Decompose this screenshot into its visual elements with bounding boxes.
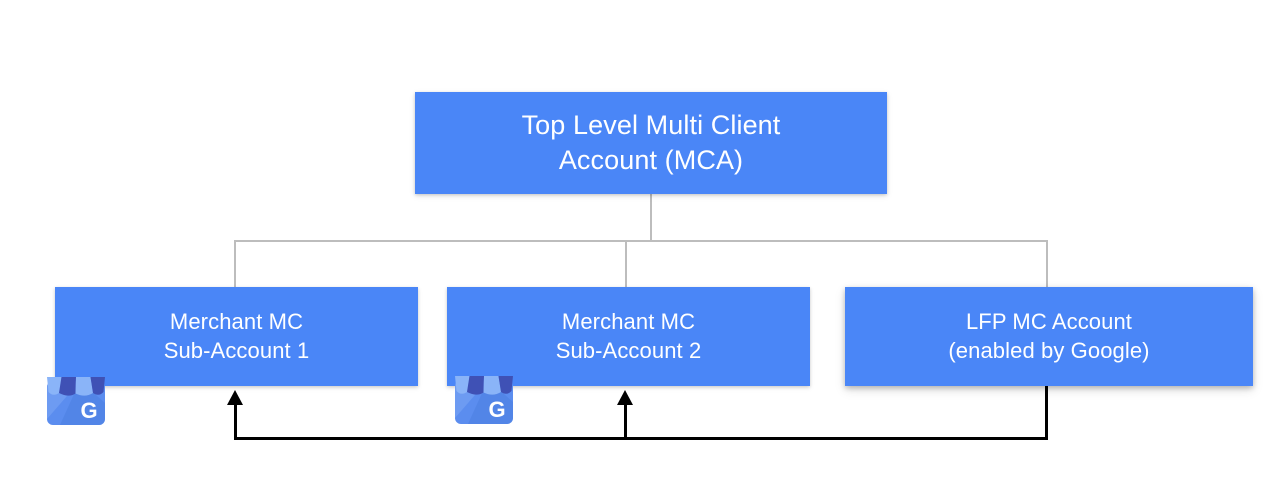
flow-line-horizontal <box>234 437 1048 440</box>
connector-drop-sub2 <box>625 240 627 288</box>
node-merchant-sub-account-2[interactable]: Merchant MC Sub-Account 2 <box>447 287 810 386</box>
node-merchant-sub-account-2-label: Merchant MC Sub-Account 2 <box>555 308 702 363</box>
node-merchant-sub-account-1[interactable]: Merchant MC Sub-Account 1 <box>55 287 418 386</box>
node-merchant-sub-account-1-label: Merchant MC Sub-Account 1 <box>163 308 310 363</box>
flow-arrowhead-sub2-icon <box>617 390 633 405</box>
node-lfp-mc-account[interactable]: LFP MC Account (enabled by Google) <box>845 287 1253 386</box>
google-my-business-letter: G <box>488 397 505 422</box>
google-my-business-icon: G <box>47 377 105 425</box>
connector-drop-lfp <box>1046 240 1048 288</box>
node-lfp-mc-account-label: LFP MC Account (enabled by Google) <box>948 308 1150 363</box>
google-my-business-icon: G <box>455 376 513 424</box>
google-my-business-letter: G <box>80 398 97 423</box>
flow-line-up-sub2 <box>624 398 627 439</box>
flow-line-up-sub1 <box>234 398 237 439</box>
node-top-level-mca-label: Top Level Multi Client Account (MCA) <box>521 109 781 175</box>
connector-drop-sub1 <box>234 240 236 288</box>
connector-mca-trunk <box>650 194 652 242</box>
flow-line-from-lfp <box>1045 386 1048 440</box>
node-top-level-mca[interactable]: Top Level Multi Client Account (MCA) <box>415 92 887 194</box>
flow-arrowhead-sub1-icon <box>227 390 243 405</box>
connector-horizontal-bus <box>234 240 1048 242</box>
